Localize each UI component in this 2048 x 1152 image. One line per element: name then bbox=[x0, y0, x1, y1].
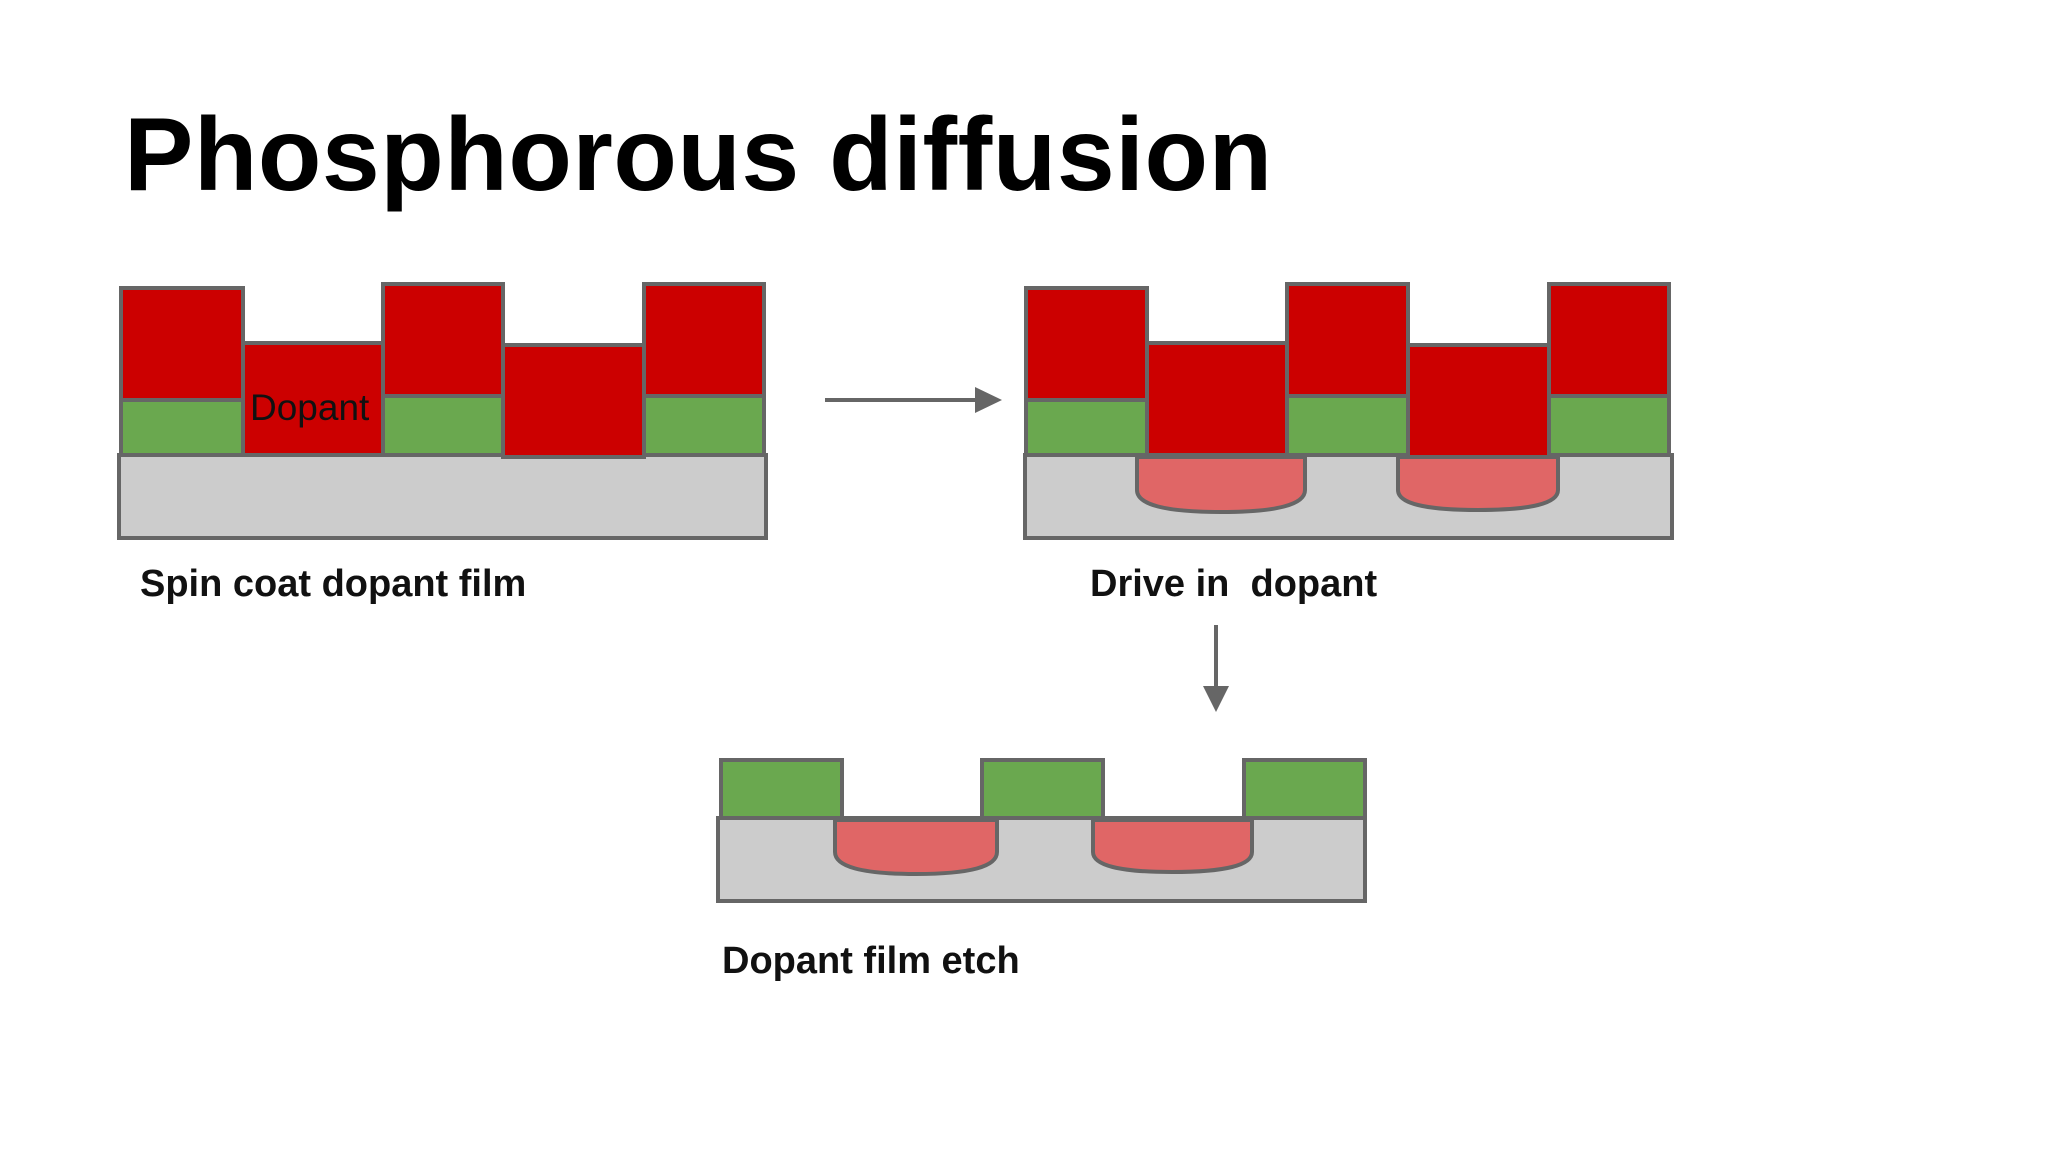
down-arrow-icon bbox=[1203, 625, 1229, 712]
step-2-caption: Drive in dopant bbox=[1090, 563, 1377, 605]
step-3-mask-block bbox=[719, 758, 844, 820]
step-3-cross-section bbox=[716, 758, 1367, 903]
slide-title: Phosphorous diffusion bbox=[124, 97, 1273, 213]
step-1-dopant-film-top bbox=[381, 282, 505, 398]
step-2-diffused-region bbox=[1396, 455, 1560, 513]
step-3-substrate bbox=[716, 816, 1367, 903]
step-2-substrate bbox=[1023, 453, 1674, 540]
step-2-mask-block bbox=[1547, 394, 1671, 457]
step-2-dopant-film-top bbox=[1547, 282, 1671, 398]
step-2-dopant-film-top bbox=[1024, 286, 1149, 402]
step-1-dopant-film-opening bbox=[501, 343, 646, 459]
step-1-cross-section: Dopant bbox=[117, 282, 768, 540]
step-1-mask-block bbox=[381, 394, 505, 457]
step-3-diffused-region bbox=[833, 818, 999, 877]
right-arrow-icon bbox=[825, 387, 1002, 413]
step-1-caption: Spin coat dopant film bbox=[140, 563, 526, 605]
step-3-mask-block bbox=[980, 758, 1105, 820]
step-1-substrate bbox=[117, 453, 768, 540]
step-2-dopant-film-opening bbox=[1406, 343, 1551, 459]
step-2-diffused-region bbox=[1135, 455, 1307, 515]
step-1-dopant-film-top bbox=[119, 286, 245, 402]
step-2-mask-block bbox=[1285, 394, 1410, 457]
step-2-dopant-film-opening bbox=[1145, 341, 1289, 457]
step-3-diffused-region bbox=[1091, 818, 1254, 875]
step-2-mask-block bbox=[1024, 398, 1149, 457]
step-1-dopant-film-top bbox=[642, 282, 766, 398]
step-2-cross-section bbox=[1023, 282, 1674, 540]
step-1-mask-block bbox=[119, 398, 245, 457]
step-1-mask-block bbox=[642, 394, 766, 457]
step-3-mask-block bbox=[1242, 758, 1367, 820]
step-2-dopant-film-top bbox=[1285, 282, 1410, 398]
dopant-label: Dopant bbox=[250, 387, 370, 428]
step-1-dopant-film-opening bbox=[241, 341, 385, 457]
step-3-caption: Dopant film etch bbox=[722, 940, 1020, 982]
